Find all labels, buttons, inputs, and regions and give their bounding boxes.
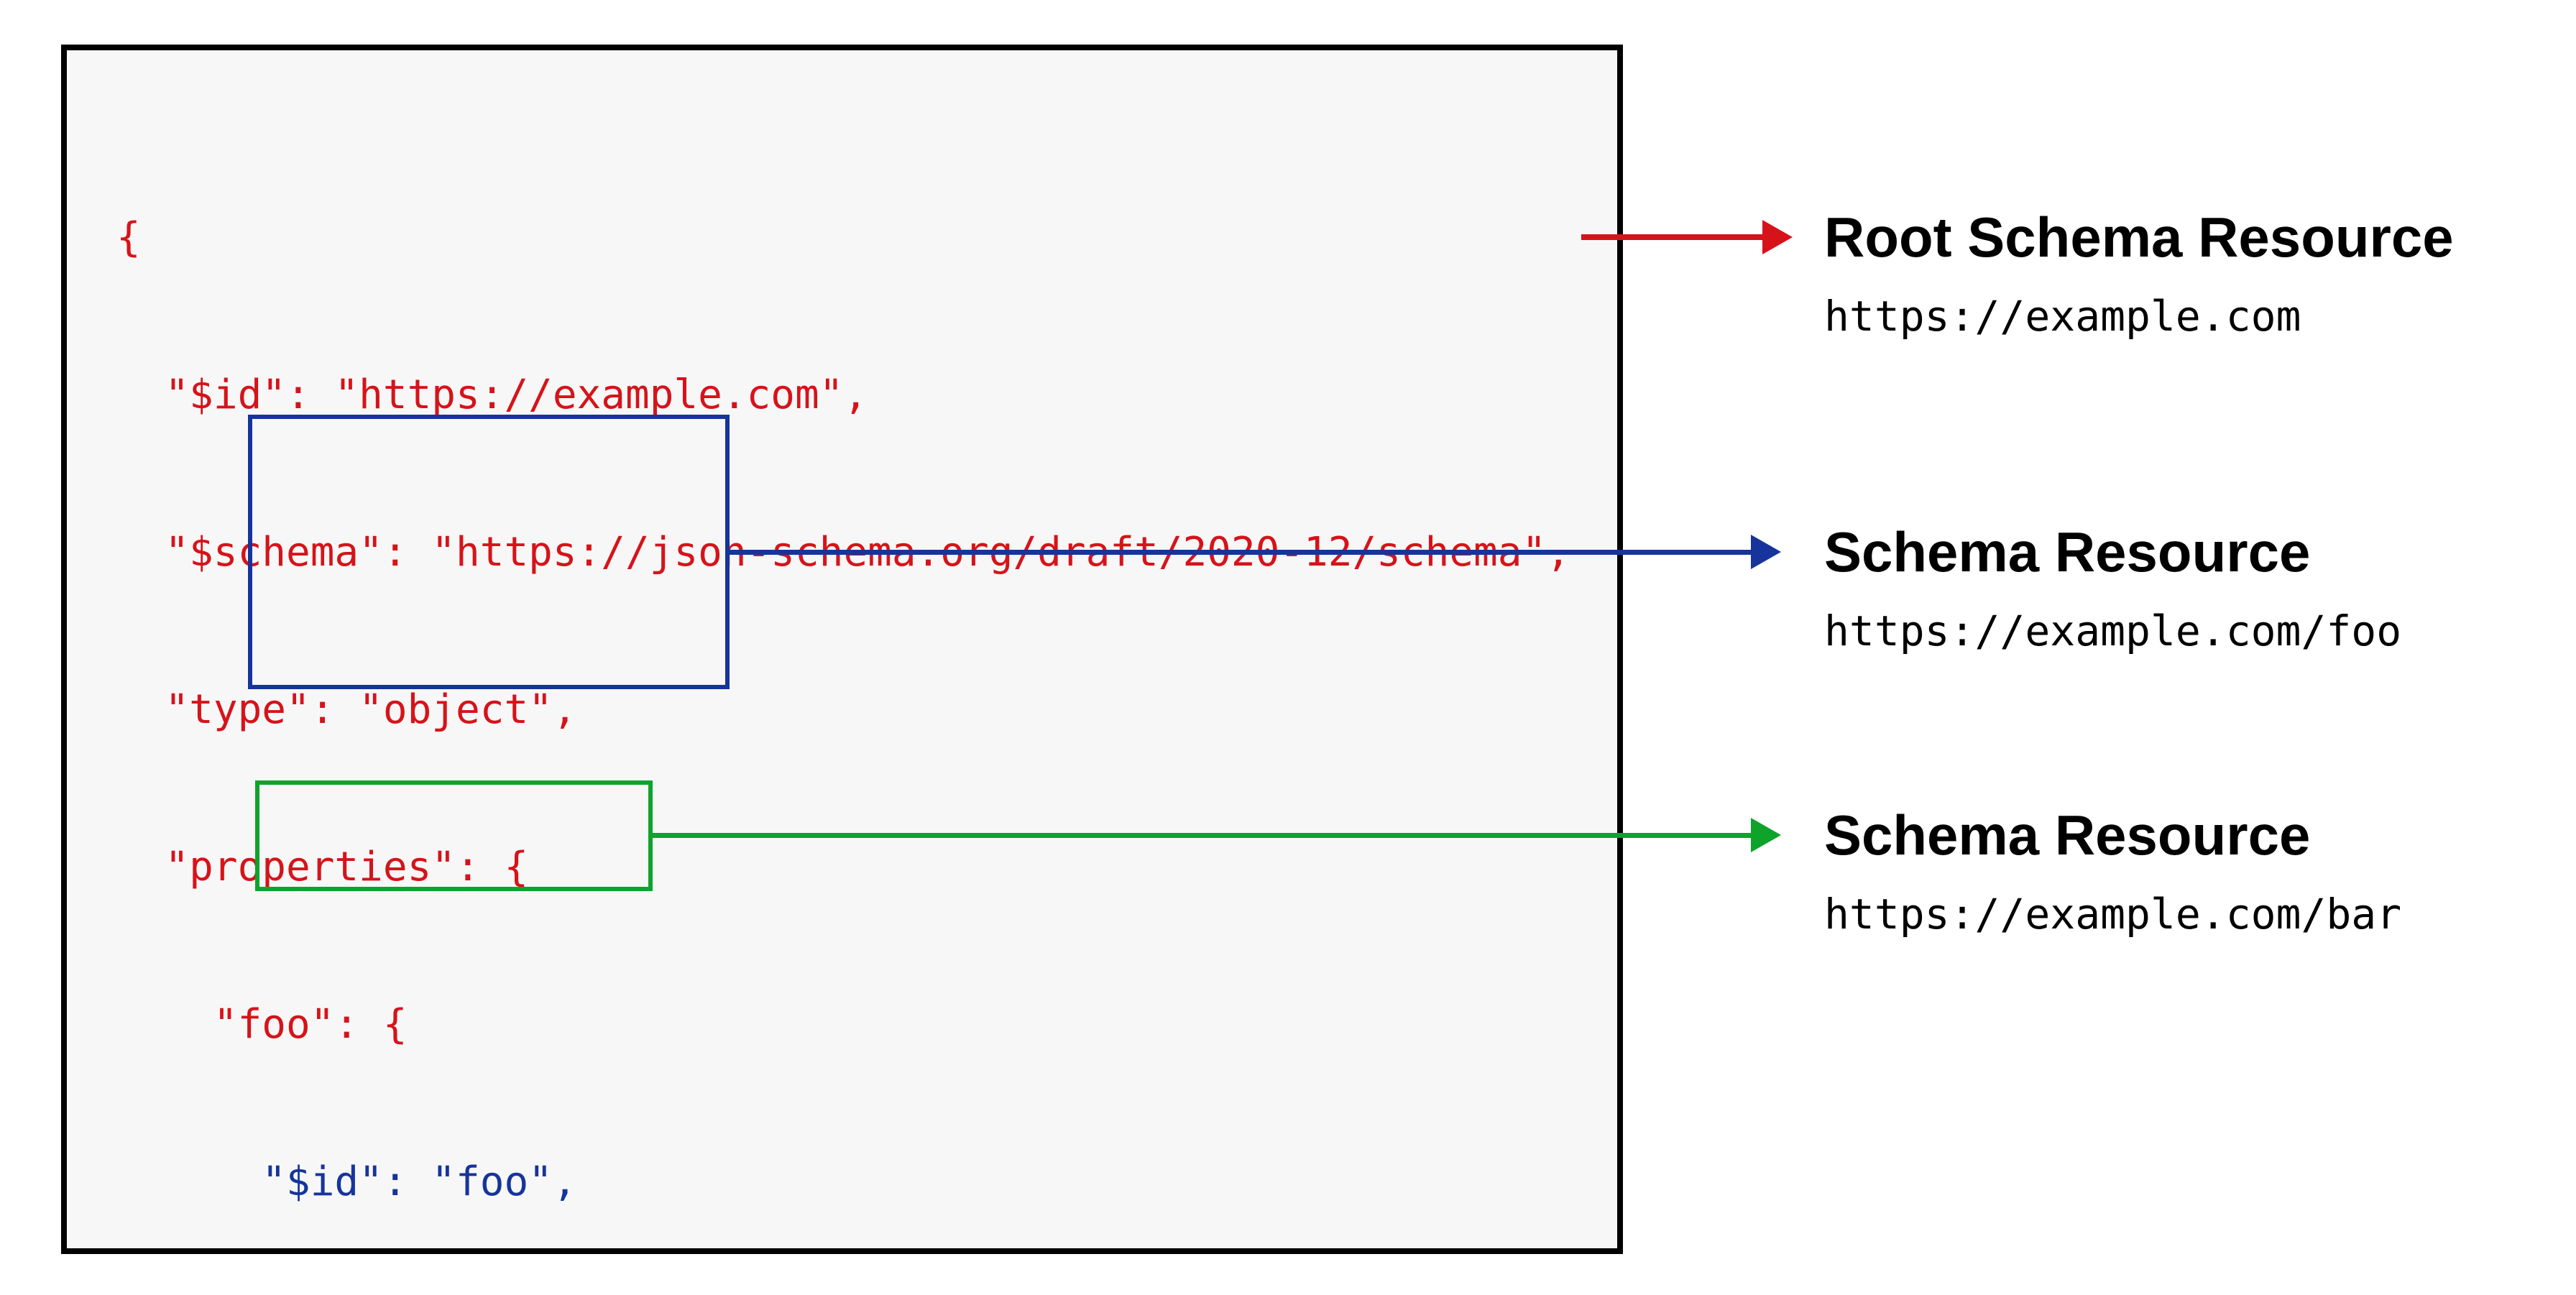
code-line-text: { (116, 214, 141, 261)
annotation-bar-schema-resource: Schema Resource https://example.com/bar (1824, 803, 2401, 940)
root-schema-arrow-head-icon (1762, 220, 1793, 254)
annotation-url: https://example.com (1824, 292, 2301, 341)
annotation-url: https://example.com/foo (1824, 607, 2402, 655)
json-schema-code: { "$id": "https://example.com", "$schema… (116, 106, 1570, 1295)
schema-code-panel (61, 45, 1623, 1254)
code-line-text: "type": "object", (116, 686, 577, 733)
annotation-title: Root Schema Resource (1824, 206, 2454, 269)
annotation-url: https://example.com/bar (1824, 890, 2402, 939)
code-line-text: "foo": { (116, 1001, 408, 1048)
bar-schema-resource-box (255, 780, 653, 891)
annotation-title: Schema Resource (1824, 520, 2311, 584)
code-line: "$id": "foo", (116, 1156, 1570, 1208)
code-line-text: "properties": { (116, 844, 529, 890)
bar-schema-arrow-line (653, 833, 1751, 838)
code-line: "$id": "https://example.com", (116, 369, 1570, 421)
code-line-text: "$id": "foo", (116, 1158, 577, 1205)
bar-schema-arrow-head-icon (1751, 818, 1781, 852)
code-line: { (116, 211, 1570, 264)
annotation-title: Schema Resource (1824, 803, 2311, 867)
code-line: "properties": { (116, 841, 1570, 893)
root-schema-arrow-line (1581, 234, 1762, 240)
foo-schema-arrow-head-icon (1751, 535, 1781, 569)
annotation-foo-schema-resource: Schema Resource https://example.com/foo (1824, 520, 2401, 657)
foo-schema-arrow-line (730, 550, 1751, 555)
foo-schema-resource-box (248, 415, 730, 689)
code-line: "type": "object", (116, 683, 1570, 736)
code-line: "foo": { (116, 998, 1570, 1051)
annotation-root-schema-resource: Root Schema Resource https://example.com (1824, 205, 2454, 342)
code-line-text: "$id": "https://example.com", (116, 372, 868, 418)
